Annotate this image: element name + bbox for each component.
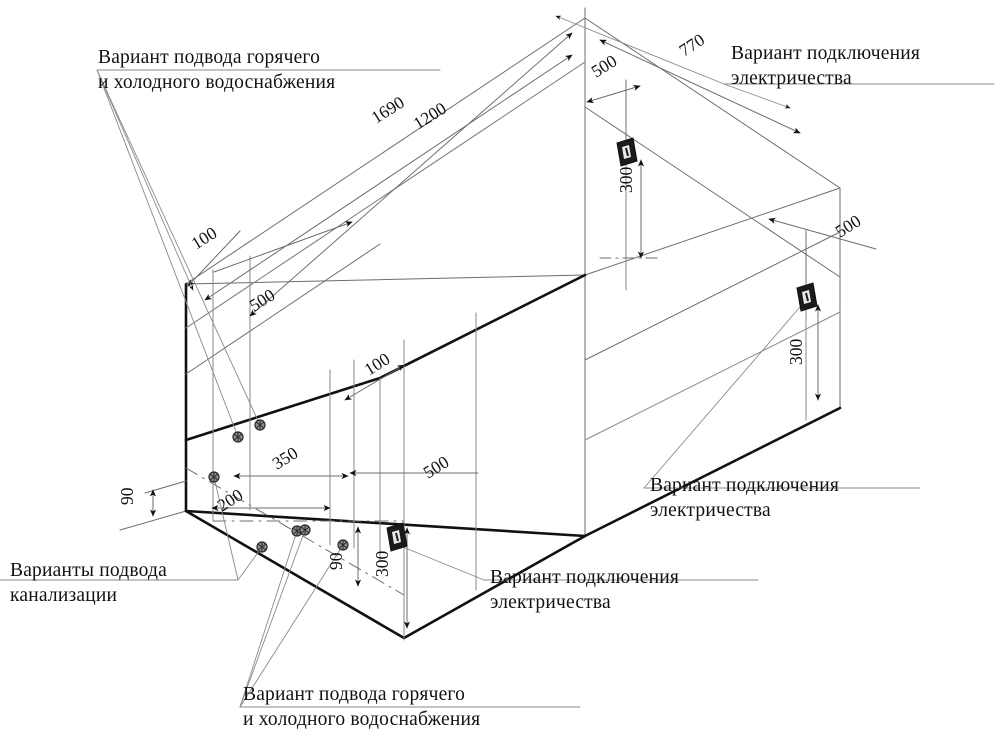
dim-90-mid: 90 (326, 552, 346, 570)
leader-elec-right (643, 299, 807, 489)
dim-line-500-left2 (213, 221, 353, 273)
edge-top-front-right (584, 187, 841, 276)
callout-electric-bottom-middle: Вариант подключения электричества (490, 565, 679, 615)
dim-1690: 1690 (368, 92, 408, 128)
edge-mid-heavy (378, 273, 587, 380)
callout-line-2: и холодного водоснабжения (98, 72, 336, 93)
callout-line-2: электричества (731, 68, 852, 89)
callout-line-2: электричества (650, 500, 771, 521)
callout-line-1: Вариант подключения (650, 475, 840, 496)
water-point-1 (232, 431, 244, 443)
leader-elec-bottom (397, 544, 485, 581)
dim-100-upper: 100 (188, 222, 221, 253)
leader-lines (0, 15, 995, 708)
water-point-2 (254, 419, 266, 431)
callout-sewer-bottom-left: Варианты подвода канализации (10, 558, 167, 608)
callout-line-2: канализации (10, 585, 118, 606)
dim-500-top: 500 (588, 50, 621, 81)
dim-line-100-mid (344, 364, 405, 401)
face-line-f (584, 231, 841, 361)
leader-water-2 (96, 69, 261, 426)
leader-sewer-2 (237, 546, 263, 581)
dim-300-mid: 300 (372, 551, 392, 578)
leader-water-1 (96, 69, 239, 438)
socket-upper-center (616, 137, 638, 167)
dim-350: 350 (269, 442, 302, 473)
callout-line-1: Вариант подключения (731, 43, 921, 64)
dim-500-mid: 500 (420, 451, 453, 482)
floor-line-left (119, 510, 187, 531)
dim-1200: 1200 (410, 98, 450, 134)
leader-water-b3 (239, 544, 344, 708)
sewer-point-1 (208, 471, 220, 483)
dimension-lines (149, 7, 877, 629)
hidden-line-floor (185, 467, 405, 596)
dim-90-left: 90 (117, 487, 137, 505)
callout-water-bottom: Вариант подвода горячего и холодного водо… (243, 682, 480, 732)
callout-electric-right: Вариант подключения электричества (650, 473, 839, 523)
leader-elec-top-3 (723, 83, 791, 109)
dim-300-top: 300 (616, 167, 636, 194)
leader-sewer-1 (212, 476, 239, 581)
leader-elec-top-2 (555, 15, 725, 85)
callout-line-1: Вариант подключения (490, 567, 680, 588)
floor-edge-front2 (402, 534, 587, 640)
dim-line-100-upper (187, 230, 241, 287)
dim-500-right: 500 (832, 210, 865, 241)
socket-lower-center (386, 522, 408, 552)
edge-mid-left-heavy2 (184, 376, 382, 442)
dim-300-right: 300 (786, 339, 806, 366)
floor-edge-front (184, 509, 406, 640)
callout-line-2: и холодного водоснабжения (243, 709, 481, 730)
water-point-4 (299, 524, 311, 536)
niche-geometry (119, 17, 842, 640)
dim-line-770 (599, 39, 801, 134)
callout-line-1: Варианты подвода (10, 560, 168, 581)
water-point-5 (337, 539, 349, 551)
water-point-3 (291, 525, 303, 537)
callout-line-2: электричества (490, 592, 611, 613)
sewer-point-2 (256, 541, 268, 553)
dim-line-500-top (586, 84, 641, 104)
leader-water-3 (96, 69, 194, 291)
callout-electric-top-right: Вариант подключения электричества (731, 41, 920, 91)
callout-line-1: Вариант подвода горячего (98, 47, 321, 68)
dim-line-500-right (768, 217, 877, 250)
face-line-c (584, 106, 841, 278)
callout-line-1: Вариант подвода горячего (243, 684, 466, 705)
socket-right (796, 282, 818, 312)
edge-bottom-front-left (184, 509, 587, 538)
edge-bottom-right (583, 406, 842, 538)
leader-water-b1 (239, 530, 298, 708)
pipe-outlet-symbols (208, 419, 349, 553)
dim-200: 200 (214, 484, 247, 515)
edge-top-front-left (185, 274, 586, 285)
floor-tick-left (144, 480, 187, 494)
dim-770: 770 (675, 29, 708, 60)
dim-line-1200 (249, 32, 573, 317)
leader-water-b2 (239, 529, 306, 708)
socket-symbols (386, 137, 818, 552)
callout-water-top-left: Вариант подвода горячего и холодного водо… (98, 45, 335, 95)
